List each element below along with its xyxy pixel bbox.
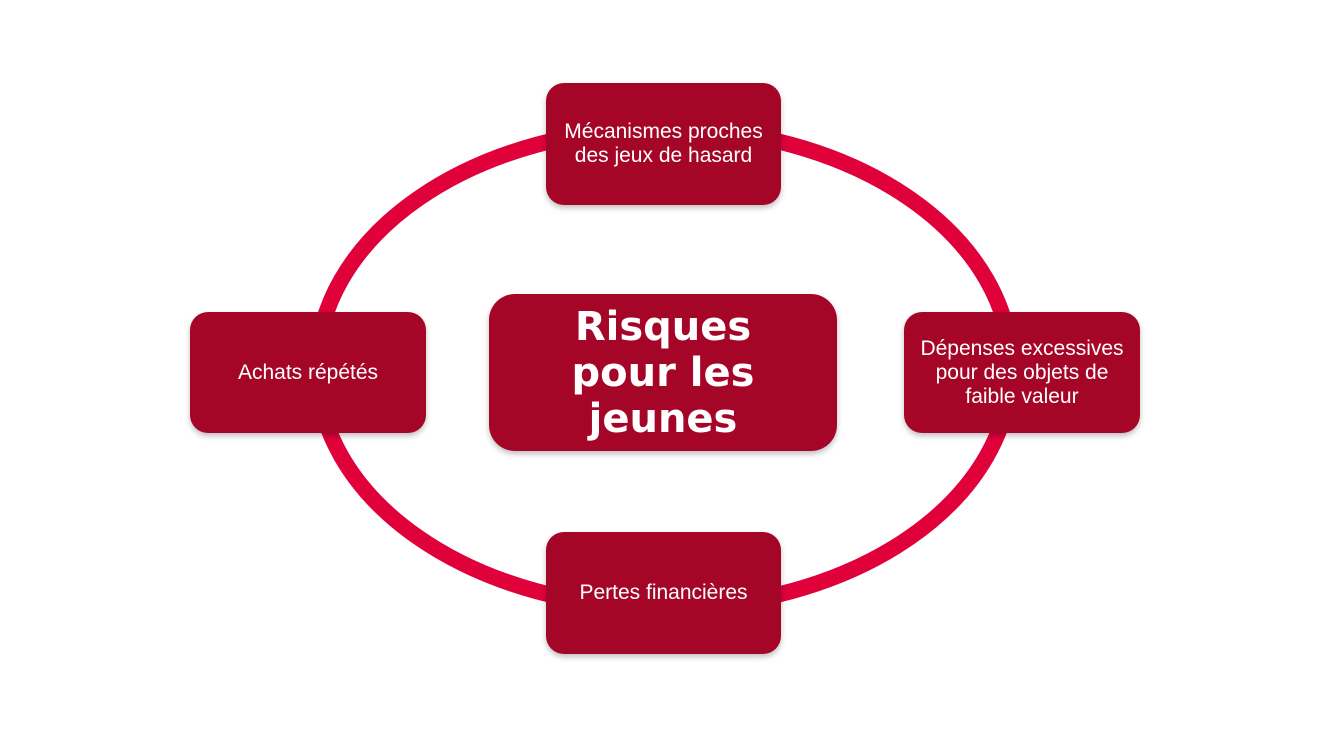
center-node: Risques pour les jeunes [489, 294, 837, 451]
node-left: Achats répétés [190, 312, 426, 433]
center-title: Risques pour les jeunes [571, 303, 755, 442]
node-left-label: Achats répétés [237, 360, 379, 384]
node-top-label: Mécanismes proches des jeux de hasard [564, 120, 763, 167]
node-right-label: Dépenses excessives pour des objets de f… [920, 336, 1124, 408]
node-bottom-label: Pertes financières [579, 581, 748, 604]
node-bottom: Pertes financières [546, 532, 781, 654]
node-right: Dépenses excessives pour des objets de f… [904, 312, 1140, 433]
node-top: Mécanismes proches des jeux de hasard [546, 83, 781, 205]
